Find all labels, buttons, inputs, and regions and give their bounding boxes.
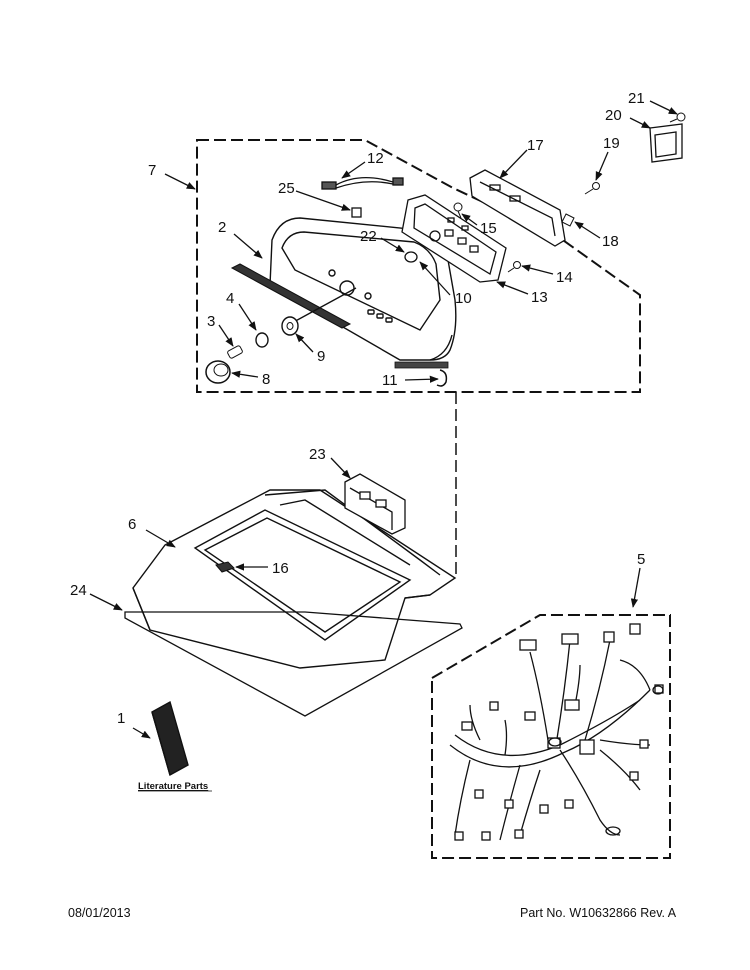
callout-9: 9 [317, 348, 325, 365]
callout-25: 25 [278, 180, 295, 197]
button-cap [404, 251, 418, 263]
callout-arrows [89, 100, 678, 739]
control-shaft [289, 287, 357, 325]
wire-clip [436, 369, 448, 387]
lid-lock-actuator [344, 473, 406, 535]
callout-11: 11 [382, 372, 398, 389]
board-screw [453, 202, 463, 219]
gasket-strip [230, 263, 352, 329]
console-rear-bracket [469, 169, 566, 247]
callout-24: 24 [70, 582, 87, 599]
washer-top-lid [132, 489, 457, 669]
lid-gasket [124, 611, 463, 717]
footer-date: 08/01/2013 [68, 906, 131, 920]
main-wire-harness [449, 623, 664, 841]
board-mount-screw [507, 261, 521, 273]
spring [255, 332, 269, 348]
literature-booklet [151, 700, 189, 777]
callout-12: 12 [367, 150, 384, 167]
callout-17: 17 [527, 137, 544, 154]
bracket-screw [584, 182, 600, 195]
callout-14: 14 [556, 269, 573, 286]
callout-13: 13 [531, 289, 548, 306]
callout-numbers: 1 2 3 4 5 6 7 8 9 10 11 12 13 14 15 16 1… [70, 90, 645, 727]
callout-19: 19 [603, 135, 620, 152]
console-assembly-outline [196, 139, 641, 393]
callout-23: 23 [309, 446, 326, 463]
ui-control-board [401, 194, 507, 283]
callout-10: 10 [455, 290, 472, 307]
wire-harness-outline [431, 614, 671, 859]
callout-4: 4 [226, 290, 234, 307]
knob [205, 360, 231, 384]
callout-2: 2 [218, 219, 226, 236]
callout-22: 22 [360, 228, 377, 245]
callout-8: 8 [262, 371, 270, 388]
trim-strip [394, 361, 449, 369]
callout-5: 5 [637, 551, 645, 568]
cover-screw [669, 112, 686, 123]
callout-18: 18 [602, 233, 619, 250]
footer-part-number: Part No. W10632866 Rev. A [520, 906, 677, 920]
washer [281, 316, 299, 336]
callout-6: 6 [128, 516, 136, 533]
callout-1: 1 [117, 710, 125, 727]
callout-3: 3 [207, 313, 215, 330]
bracket-clip [561, 213, 575, 227]
literature-parts-label: Literature Parts [138, 781, 208, 792]
callout-16: 16 [272, 560, 289, 577]
console-wire-harness [321, 177, 404, 190]
mounting-clip [351, 207, 362, 218]
lid-latch [215, 561, 235, 573]
callout-20: 20 [605, 107, 622, 124]
access-cover [649, 123, 683, 163]
knob-insert [227, 345, 243, 359]
callout-15: 15 [480, 220, 497, 237]
callout-7: 7 [148, 162, 156, 179]
callout-21: 21 [628, 90, 645, 107]
